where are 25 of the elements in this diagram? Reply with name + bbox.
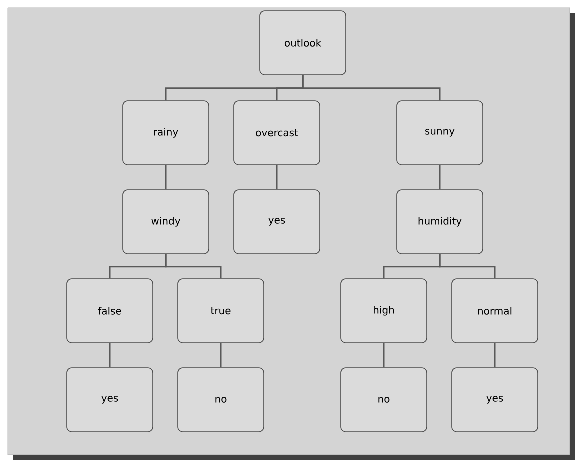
tree-node: overcast — [234, 100, 320, 166]
tree-node: true — [178, 278, 264, 344]
tree-node: yes — [452, 368, 538, 432]
tree-node: normal — [452, 278, 538, 344]
tree-node: high — [340, 278, 428, 344]
tree-node: sunny — [396, 100, 484, 166]
connector — [302, 75, 441, 101]
tree-node: false — [66, 278, 154, 344]
tree-node: outlook — [260, 10, 346, 76]
connector — [109, 343, 111, 368]
tree-node: no — [340, 368, 428, 432]
tree-node: rainy — [122, 100, 210, 166]
tree-node: humidity — [396, 190, 484, 254]
connector — [165, 254, 222, 279]
connector — [220, 343, 222, 368]
tree-node: windy — [122, 190, 210, 254]
tree-node: no — [178, 368, 264, 432]
connector — [276, 165, 278, 190]
tree-node: yes — [66, 368, 154, 432]
connector — [165, 165, 167, 190]
connector — [439, 165, 441, 190]
connector — [383, 343, 385, 368]
tree-node: yes — [234, 190, 320, 254]
connector — [439, 254, 496, 279]
connector — [494, 343, 496, 368]
